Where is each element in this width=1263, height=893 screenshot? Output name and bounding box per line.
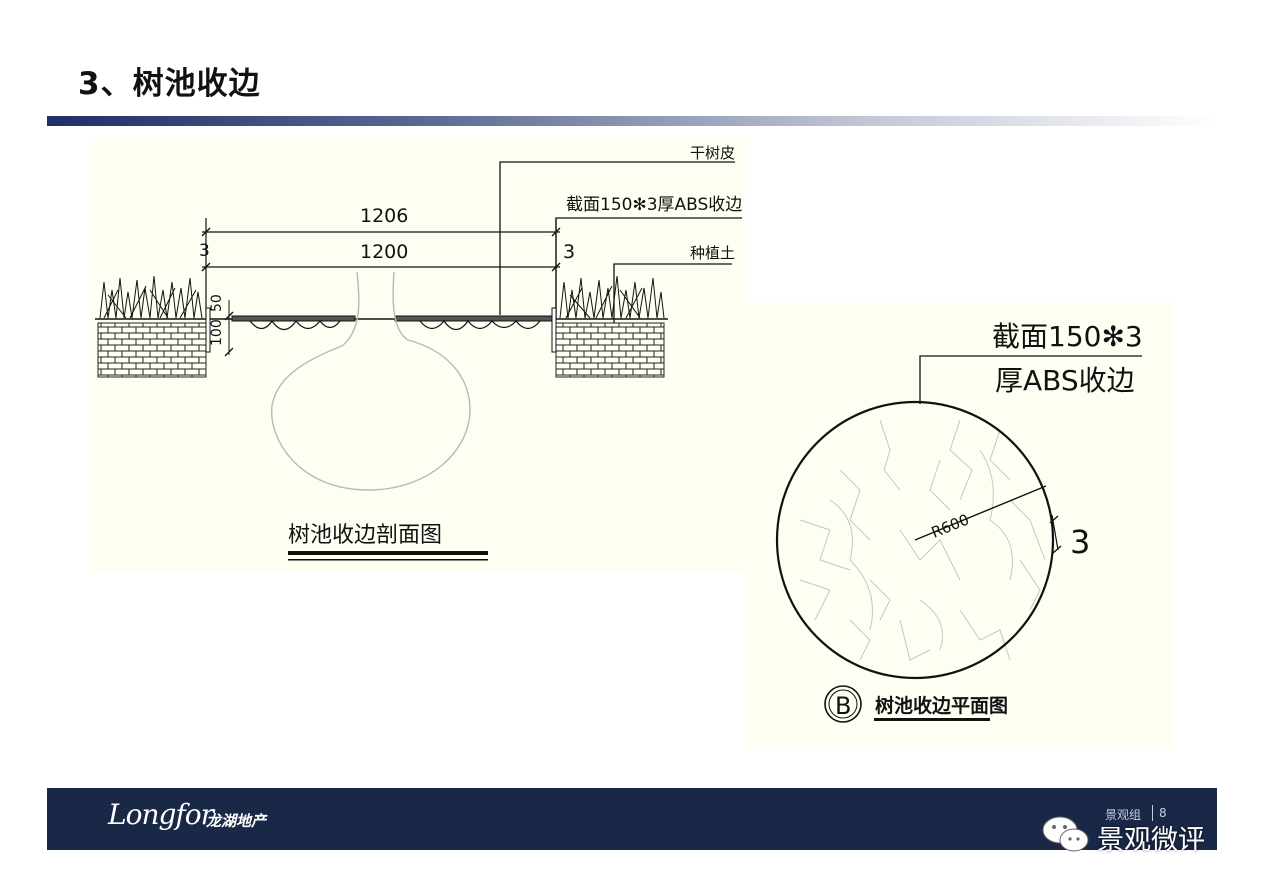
plan-callout-line2: 厚ABS收边	[995, 364, 1135, 397]
watermark-text: 景观微评	[1097, 825, 1205, 856]
plan-leader	[919, 355, 1142, 404]
radius-line	[914, 485, 1047, 541]
grass-left	[99, 275, 203, 319]
abs-edge-right	[551, 307, 557, 353]
slide-title: 3、树池收边	[78, 66, 261, 102]
wechat-icon	[1042, 816, 1089, 852]
label-abs-edge: 截面150✻3厚ABS收边	[566, 195, 742, 215]
abs-edge-left	[205, 307, 211, 353]
grass-right	[559, 275, 665, 319]
footer-bar	[47, 788, 1217, 850]
canopy-texture	[799, 419, 1046, 661]
page-number: 8	[1159, 806, 1167, 820]
paving-left	[97, 322, 207, 378]
label-bark: 干树皮	[690, 144, 735, 162]
bark-layer-left	[231, 315, 356, 322]
dim-left-3: 3	[199, 241, 210, 261]
section-caption: 树池收边剖面图	[288, 523, 442, 548]
dim-1206: 1206	[360, 205, 408, 227]
dim-right-3: 3	[563, 241, 575, 263]
leader-bark	[499, 161, 735, 315]
title-rule	[47, 116, 1217, 126]
radius-label: R600	[929, 510, 972, 541]
company-logo: Longfor	[108, 798, 214, 831]
plan-caption: 树池收边平面图	[875, 694, 1008, 717]
plan-callout-line1: 截面150✻3	[992, 320, 1143, 353]
plan-drawing-panel	[745, 303, 1173, 746]
footer-department: 景观组	[1105, 808, 1142, 822]
detail-marker	[824, 685, 862, 723]
dim-1200: 1200	[360, 241, 408, 263]
thickness-label: 3	[1070, 523, 1090, 561]
root-ball	[271, 271, 471, 491]
company-logo-cn: 龙湖地产	[206, 812, 267, 830]
tree-pool-circle	[775, 400, 1055, 680]
dim-50: 50	[209, 294, 225, 312]
dim-100: 100	[209, 319, 225, 346]
footer-separator	[1152, 805, 1153, 821]
detail-marker-letter: B	[835, 692, 851, 720]
label-soil: 种植土	[690, 244, 735, 262]
